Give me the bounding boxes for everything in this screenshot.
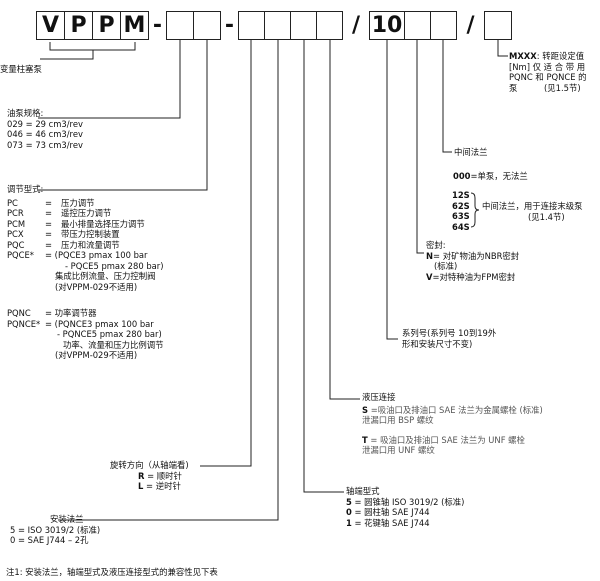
pump-size-title: 油泵规格: (7, 108, 44, 118)
code-dash-1: - (152, 13, 163, 38)
mxxx-title: MXXX (509, 51, 537, 61)
flange-none: 000=单泵，无法兰 (453, 171, 528, 181)
control-block: 调节型式: PC=压力调节 PCR=遥控压力调节 PCM=最小排量选择压力调节 … (7, 184, 164, 292)
rotation-block: 旋转方向（从轴端看) R = 顺时针 L = 逆时针 (110, 460, 189, 491)
hydraulic-title: 液压连接 (362, 392, 396, 402)
flange-desc: 中间法兰，用于连接末级泵 (见1.4节) (482, 201, 583, 222)
rotation-title: 旋转方向（从轴端看) (110, 460, 189, 470)
mxxx-line-3: 泵 (509, 82, 518, 93)
pump-type-label: 变量柱塞泵 (0, 64, 42, 74)
code-dash-2: - (224, 13, 235, 38)
hydraulic-block: 液压连接 S =吸油口及排油口 SAE 法兰为金属螺栓 (标准) 泄漏口用 BS… (362, 392, 543, 455)
seal-block: 密封: N= 对矿物油为NBR密封 (标准) V=对特种油为FPM密封 (426, 240, 520, 282)
flange-codes: 12S 62S 63S 64S (452, 190, 470, 232)
mxxx-block: MXXX: 转距设定值 [Nm] 仅 适 合 带 用 PQNC 和 PQNCE … (509, 51, 587, 93)
code-box-control-1 (193, 11, 221, 40)
code-box-mxxx (484, 11, 512, 40)
series-block: 系列号(系列号 10到19外 形和安装尺寸不变) (402, 328, 497, 349)
footnote: 注1: 安装法兰，轴端型式及液压连接型式的兼容性见下表 (6, 567, 218, 577)
code-box-flange (430, 11, 457, 40)
shaft-title: 轴端型式 (346, 486, 380, 496)
mxxx-line-1: [Nm] 仅 适 合 带 用 (509, 61, 586, 72)
mxxx-line-2: PQNC 和 PQNCE 的 (509, 72, 587, 82)
flange-title: 中间法兰 (454, 147, 488, 157)
mount-block: 安装法兰 5 = ISO 3019/2 (标准) 0 = SAE J744 – … (10, 514, 101, 545)
mxxx-line-0: : 转距设定值 (536, 51, 585, 61)
power-control-block: PQNC= 功率调节器 PQNCE*= (PQNCE3 pmax 100 bar… (7, 308, 164, 360)
shaft-block: 轴端型式 5 = 圆锥轴 ISO 3019/2 (标准) 0 = 圆柱轴 SAE… (346, 486, 465, 528)
code-slash-1: / (351, 13, 361, 38)
pump-size-block: 油泵规格: 029 = 29 cm3/rev 046 = 46 cm3/rev … (7, 108, 83, 150)
mxxx-note: (见1.5节) (544, 82, 581, 93)
code-box-hydraulic (316, 11, 343, 40)
seal-title: 密封: (426, 240, 446, 250)
code-box-m: M (120, 11, 149, 40)
control-title: 调节型式: (7, 184, 44, 194)
mount-title: 安装法兰 (50, 514, 84, 524)
code-slash-2: / (466, 13, 475, 38)
